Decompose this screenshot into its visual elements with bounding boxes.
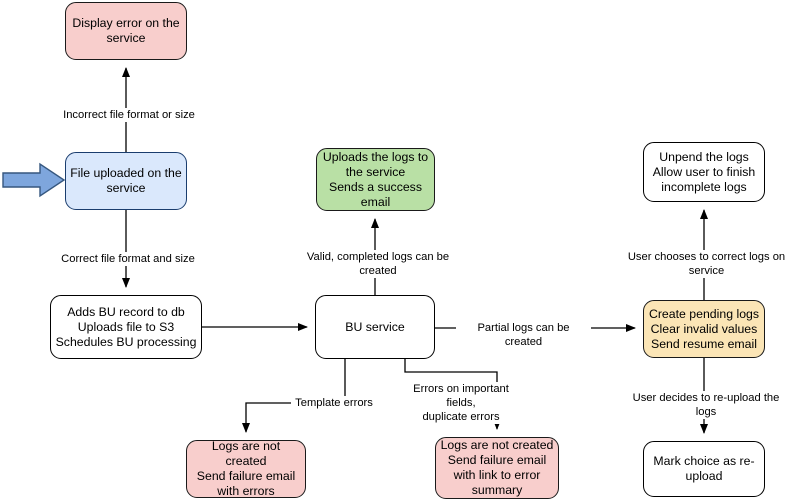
edge-label-partial-logs: Partial logs can be created [456, 321, 591, 349]
edge-label-template-errors: Template errors [291, 396, 377, 410]
node-mark-choice-as-reupload[interactable]: Mark choice as re- upload [643, 441, 765, 497]
node-logs-not-created-template-errors[interactable]: Logs are not created Send failure email … [186, 439, 306, 498]
edge-label-incorrect-file-format: Incorrect file format or size [60, 108, 198, 122]
edge-label-correct-file-format: Correct file format and size [58, 252, 198, 266]
file-upload-entry-arrow [2, 162, 66, 198]
node-file-uploaded-on-service[interactable]: File uploaded on the service [65, 152, 187, 210]
edge-label-user-decides-reupload: User decides to re-upload the logs [619, 391, 793, 419]
node-bu-service[interactable]: BU service [315, 295, 435, 359]
edge-label-user-chooses-correct-logs: User chooses to correct logs on service [608, 250, 801, 278]
node-display-error[interactable]: Display error on the service [65, 2, 187, 60]
node-logs-not-created-field-errors[interactable]: Logs are not created Send failure email … [435, 437, 559, 499]
node-adds-bu-record[interactable]: Adds BU record to db Uploads file to S3 … [50, 295, 202, 359]
node-uploads-logs-success[interactable]: Uploads the logs to the service Sends a … [316, 148, 435, 211]
edge-label-valid-completed-logs: Valid, completed logs can be created [285, 250, 471, 278]
node-unpend-the-logs[interactable]: Unpend the logs Allow user to finish inc… [643, 142, 765, 202]
node-create-pending-logs[interactable]: Create pending logs Clear invalid values… [643, 300, 765, 358]
edge-label-errors-important-fields: Errors on important fields, duplicate er… [395, 382, 527, 424]
